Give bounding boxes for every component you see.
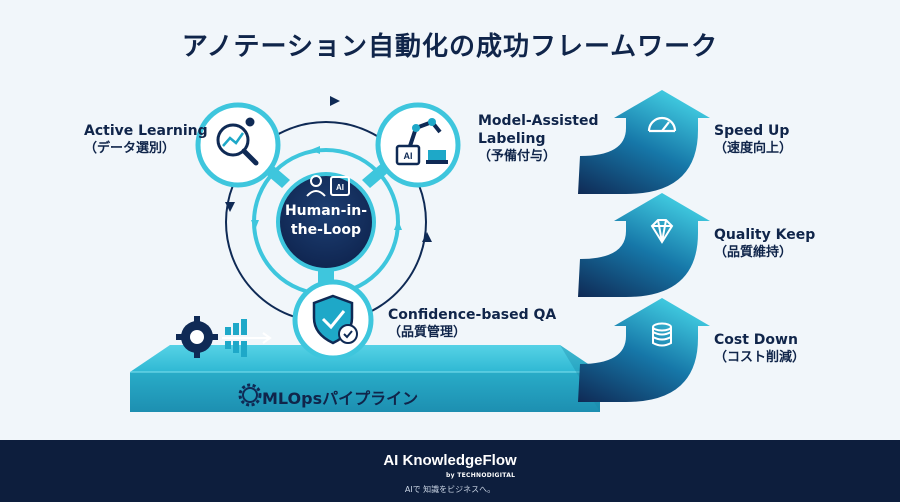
ai-chip-icon: AI	[330, 176, 350, 196]
footer: AI KnowledgeFlow by TECHNODIGITAL AIで 知識…	[0, 440, 900, 502]
label-speed-up-title: Speed Up	[714, 123, 790, 139]
person-icon	[306, 175, 326, 197]
footer-brand: AI KnowledgeFlow	[383, 452, 517, 469]
label-confidence-qa-sub: （品質管理）	[388, 325, 467, 340]
label-active-learning-title: Active Learning	[84, 123, 208, 139]
label-speed-up-sub: （速度向上）	[714, 141, 793, 156]
node-model-assisted-labeling: AI	[375, 102, 461, 188]
label-model-assisted-line2: Labeling	[478, 131, 546, 147]
label-cost-down: Cost Down （コスト削減）	[714, 331, 805, 367]
hub-label: Human-in- the-Loop	[276, 202, 376, 240]
label-model-assisted: Model-Assisted Labeling （予備付与）	[478, 112, 599, 166]
hub-human-in-the-loop: AI	[276, 172, 376, 272]
shield-check-icon	[312, 294, 358, 345]
robot-arm-icon: AI	[395, 118, 448, 166]
hub-chip-text: AI	[336, 183, 344, 192]
label-cost-down-title: Cost Down	[714, 332, 798, 348]
arrow-speed-up	[578, 90, 710, 194]
gear-icon	[238, 383, 262, 407]
node-confidence-qa	[292, 279, 374, 361]
label-quality-keep-title: Quality Keep	[714, 227, 816, 243]
hub-label-line2: the-Loop	[290, 222, 362, 238]
label-quality-keep: Quality Keep （品質維持）	[714, 226, 815, 262]
label-quality-keep-sub: （品質維持）	[714, 245, 793, 260]
label-active-learning: Active Learning （データ選別）	[84, 122, 208, 158]
label-cost-down-sub: （コスト削減）	[714, 350, 806, 365]
benefit-arrows	[578, 90, 710, 402]
label-confidence-qa-title: Confidence-based QA	[388, 307, 557, 323]
footer-by: by TECHNODIGITAL	[446, 472, 516, 479]
diamond-icon	[650, 219, 674, 244]
pipeline-flow-icon	[176, 316, 272, 358]
magnifier-chart-icon	[216, 117, 259, 166]
coins-icon	[652, 322, 672, 347]
node-active-learning	[195, 102, 281, 188]
mlops-label: MLOpsパイプライン	[262, 389, 419, 408]
framework-diagram: AI AI	[130, 90, 710, 412]
page-title: アノテーション自動化の成功フレームワーク	[181, 32, 719, 62]
label-speed-up: Speed Up （速度向上）	[714, 122, 792, 158]
arrow-quality-keep	[578, 193, 710, 297]
footer-tagline: AIで 知識をビジネスへ。	[404, 485, 496, 494]
label-model-assisted-sub: （予備付与）	[478, 149, 557, 164]
model-chip-text: AI	[404, 151, 413, 161]
label-model-assisted-line1: Model-Assisted	[478, 113, 599, 129]
hub-label-line1: Human-in-	[284, 203, 368, 219]
label-confidence-qa: Confidence-based QA （品質管理）	[388, 306, 556, 342]
speedometer-icon	[647, 116, 677, 133]
label-active-learning-sub: （データ選別）	[84, 141, 176, 156]
arrow-cost-down	[578, 298, 710, 402]
